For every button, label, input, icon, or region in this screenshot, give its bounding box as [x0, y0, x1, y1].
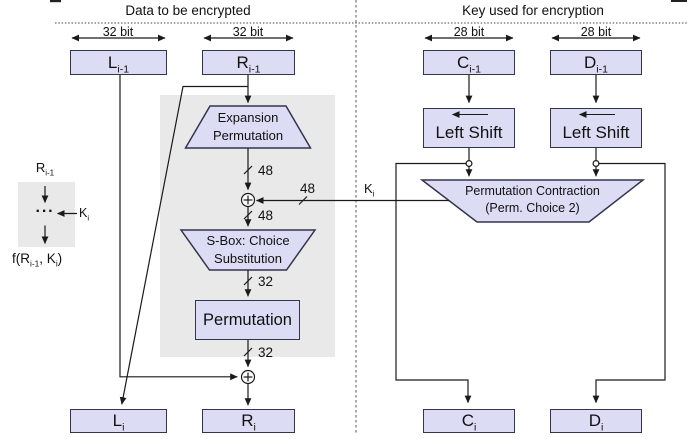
bit-label-d: 28 bit — [580, 25, 612, 39]
legend-input-label: Ri-1 — [35, 160, 55, 178]
register-d-cur: Di — [550, 409, 642, 433]
wire-shiftd-to-dcur — [592, 162, 666, 404]
register-d-cur-label: Di — [588, 411, 604, 434]
register-c-prev-label: Ci-1 — [457, 52, 481, 75]
perm-choice2-shape — [419, 179, 646, 223]
sbox-shape — [179, 229, 317, 271]
register-r-cur-label: Ri — [241, 411, 256, 434]
left-shift-d-label: Left Shift — [562, 122, 630, 142]
junction-d — [592, 160, 600, 168]
bus-width-expansion-out: 48 — [258, 163, 274, 178]
bus-slash-32a — [243, 276, 253, 286]
register-l-cur-label: Li — [112, 411, 125, 434]
permutation-block: Permutation — [195, 300, 300, 340]
bus-width-sbox-out: 32 — [258, 274, 274, 289]
legend-dots: ··· — [35, 203, 55, 220]
register-l-prev-label: Li-1 — [107, 52, 130, 75]
expansion-permutation-shape — [184, 105, 312, 149]
register-r-cur: Ri — [202, 409, 295, 433]
legend-key-label: Ki — [79, 206, 90, 223]
register-l-cur: Li — [70, 409, 167, 433]
bus-slash-48a — [243, 165, 253, 175]
register-d-prev: Di-1 — [550, 50, 642, 75]
register-c-prev: Ci-1 — [423, 50, 515, 75]
key-wire-label: Ki — [364, 181, 375, 199]
perm-choice2-label: Permutation Contraction(Perm. Choice 2) — [465, 184, 600, 215]
bus-slash-32b — [243, 347, 253, 357]
bus-width-key-in: 48 — [300, 181, 316, 196]
bit-label-l: 32 bit — [102, 25, 134, 39]
permutation-label: Permutation — [203, 310, 292, 329]
register-r-prev-label: Ri-1 — [236, 52, 261, 75]
bus-slash-48b — [243, 210, 253, 220]
bus-slash-48key — [298, 196, 308, 205]
left-shift-c-label: Left Shift — [435, 122, 503, 142]
wire-lprev-to-xor2 — [119, 75, 238, 381]
bus-width-permutation-out: 32 — [258, 345, 274, 360]
register-c-cur: Ci — [423, 409, 515, 433]
bit-label-r: 32 bit — [232, 25, 264, 39]
register-r-prev: Ri-1 — [202, 50, 295, 75]
wire-rprev-to-lcur — [119, 85, 248, 405]
register-c-cur-label: Ci — [461, 411, 477, 434]
title-key-half: Key used for encryption — [462, 3, 604, 18]
legend-panel — [18, 182, 75, 247]
bus-width-xor-out: 48 — [258, 208, 274, 223]
junction-c — [465, 160, 473, 168]
register-l-prev: Li-1 — [70, 50, 167, 75]
wire-shiftc-to-ccur — [395, 162, 472, 404]
bit-label-c: 28 bit — [453, 25, 485, 39]
register-d-prev-label: Di-1 — [584, 52, 608, 75]
title-data-half: Data to be encrypted — [125, 3, 251, 18]
legend-function-label: f(Ri-1, Ki) — [12, 251, 63, 269]
